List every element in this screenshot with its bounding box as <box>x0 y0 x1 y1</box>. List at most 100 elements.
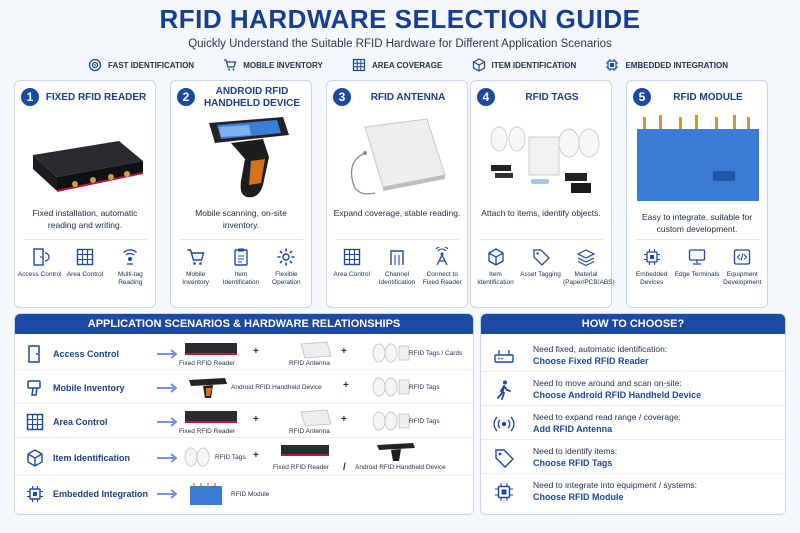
door-icon <box>32 248 50 266</box>
feature-label: AREA COVERAGE <box>371 60 443 70</box>
tags-thumb <box>184 447 210 467</box>
card-feature-label: Mobile Inventory <box>182 271 210 286</box>
card-feature-label: Area Control <box>66 271 104 278</box>
card-feature: Area Control <box>329 247 374 287</box>
card-feature: Embedded Devices <box>629 247 674 287</box>
feature-embedded-integration: EMBEDDED INTEGRATION <box>605 58 728 72</box>
card-feature: Asset Tagging <box>518 247 563 287</box>
hardware-label: Fixed RFID Reader <box>179 428 235 435</box>
feature-fast-identification: FAST IDENTIFICATION <box>88 58 194 72</box>
card-feature-label: Equipment Development <box>723 271 762 286</box>
choose-row[interactable]: Need to expand read range / coverage: Ad… <box>481 406 785 440</box>
target-icon <box>88 58 102 72</box>
choose-answer[interactable]: Choose Fixed RFID Reader <box>533 356 649 366</box>
arrow-right-icon <box>157 489 178 499</box>
card-feature: Item Identification <box>473 247 518 287</box>
plus-sign: + <box>343 380 349 391</box>
hardware-label: RFID Tags <box>409 418 440 425</box>
grid-icon <box>352 58 366 72</box>
card-fixed-rfid-reader[interactable]: 1 FIXED RFID READER Fixed installation, … <box>14 80 156 308</box>
module-thumb <box>190 483 222 505</box>
plus-sign: + <box>341 346 347 357</box>
gear-icon <box>277 248 295 266</box>
cart-icon <box>187 249 205 265</box>
scenario-row-area-control[interactable]: Area Control Fixed RFID Reader + RFID An… <box>15 406 473 438</box>
hardware-label: RFID Tags / Cards <box>409 350 463 357</box>
card-feature-label: Area Control <box>333 271 370 278</box>
clipboard-icon <box>234 248 248 266</box>
card-title: RFID TAGS <box>525 92 579 103</box>
card-feature-label: Channel Identification <box>378 271 416 286</box>
card-number: 3 <box>333 88 351 106</box>
door-icon <box>28 344 40 363</box>
handheld-scanner-icon <box>27 379 41 396</box>
signal-tag-icon <box>123 249 138 265</box>
hardware-label: Fixed RFID Reader <box>273 464 329 471</box>
box-icon <box>472 58 485 72</box>
choose-row[interactable]: Need to move around and scan on-site: Ch… <box>481 372 785 406</box>
card-rfid-tags[interactable]: 4 RFID TAGS Attach to items, identify ob… <box>470 80 615 308</box>
scenarios-heading: APPLICATION SCENARIOS & HARDWARE RELATIO… <box>15 314 473 334</box>
plus-sign: + <box>253 414 259 425</box>
arrow-right-icon <box>157 416 178 427</box>
feature-label: EMBEDDED INTEGRATION <box>625 60 728 70</box>
card-android-handheld[interactable]: 2 ANDROID RFID HANDHELD DEVICE Mobile sc… <box>170 80 312 308</box>
hardware-label: RFID Module <box>231 491 270 498</box>
choose-answer[interactable]: Add RFID Antenna <box>533 424 613 434</box>
choose-row[interactable]: Need to identify items: Choose RFID Tags <box>481 440 785 474</box>
card-feature: Connect to Fixed Reader <box>420 247 465 287</box>
choose-question: Need to move around and scan on-site: <box>533 378 682 388</box>
feature-item-identification: ITEM IDENTIFICATION <box>472 58 576 72</box>
card-rfid-antenna[interactable]: 3 RFID ANTENNA Expand coverage, stable r… <box>326 80 468 308</box>
hardware-label: RFID Tags <box>215 454 246 461</box>
card-feature: Channel Identification <box>374 247 419 287</box>
walking-person-icon <box>497 380 511 400</box>
scenario-row-item-identification[interactable]: Item Identification RFID Tags + Fixed RF… <box>15 440 473 476</box>
feature-label: FAST IDENTIFICATION <box>108 60 195 70</box>
card-feature: Item Identification <box>218 247 263 287</box>
card-feature: Area Control <box>62 247 107 287</box>
tag-icon <box>495 449 514 468</box>
card-feature-label: Connect to Fixed Reader <box>422 271 462 286</box>
card-feature: Material (Paper/PCB/ABS) <box>563 247 615 287</box>
card-rfid-module[interactable]: 5 RFID MODULE Easy to integrate, suitabl… <box>626 80 768 308</box>
tags-thumb <box>372 377 410 397</box>
card-feature-label: Item Identification <box>477 271 514 286</box>
layers-icon <box>576 249 596 267</box>
fixed-reader-thumb <box>185 411 237 423</box>
card-feature-label: Edge Terminals <box>674 271 720 278</box>
divider <box>179 239 303 240</box>
hardware-label: Android RFID Handheld Device <box>231 384 322 391</box>
choose-question: Need to expand read range / coverage: <box>533 412 681 422</box>
page-title: RFID HARDWARE SELECTION GUIDE <box>159 4 641 34</box>
broadcast-icon <box>493 416 515 432</box>
scenario-name: Embedded Integration <box>53 489 149 499</box>
handheld-thumb <box>377 443 415 461</box>
choose-question: Need to identify items: <box>533 446 618 456</box>
choose-answer[interactable]: Choose RFID Module <box>533 492 624 502</box>
choose-row[interactable]: Need fixed, automatic identification: Ch… <box>481 338 785 372</box>
scenario-name: Area Control <box>53 416 108 427</box>
scenario-row-access-control[interactable]: Access Control Fixed RFID Reader + RFID … <box>15 338 473 370</box>
choose-answer[interactable]: Choose Android RFID Handheld Device <box>533 390 702 400</box>
card-feature: Edge Terminals <box>674 247 719 287</box>
chip-icon <box>495 483 513 501</box>
code-icon <box>734 249 751 265</box>
choose-row[interactable]: Need to integrate into equipment / syste… <box>481 474 785 508</box>
hardware-label: RFID Antenna <box>289 360 330 367</box>
choose-answer[interactable]: Choose RFID Tags <box>533 458 613 468</box>
hardware-label: Fixed RFID Reader <box>179 360 235 367</box>
fixed-reader-thumb <box>185 343 237 355</box>
card-feature-label: Material (Paper/PCB/ABS) <box>563 271 615 286</box>
choose-question: Need fixed, automatic identification: <box>533 344 668 354</box>
scenario-row-mobile-inventory[interactable]: Mobile Inventory Android RFID Handheld D… <box>15 372 473 404</box>
scenario-row-embedded-integration[interactable]: Embedded Integration RFID Module <box>15 478 473 510</box>
grid-icon <box>76 248 94 266</box>
box-icon <box>487 248 504 266</box>
chip-icon <box>27 486 43 502</box>
card-number: 1 <box>21 88 39 106</box>
card-feature-label: Flexible Operation <box>272 271 301 286</box>
grid-icon <box>26 413 44 430</box>
card-feature: Mobile Inventory <box>173 247 218 287</box>
plus-sign: + <box>341 414 347 425</box>
